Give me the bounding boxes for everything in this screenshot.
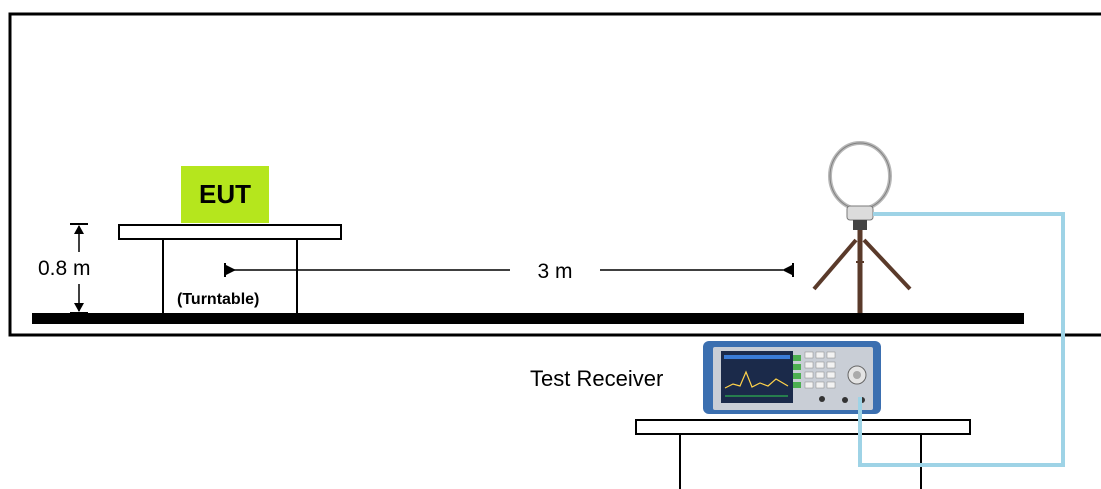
ground-plane [32, 313, 1024, 324]
turntable [118, 224, 342, 313]
loop-antenna-on-tripod-icon [812, 141, 912, 313]
receiver-table [635, 419, 971, 489]
distance-label: 3 m [537, 260, 572, 283]
height-label: 0.8 m [38, 257, 91, 280]
test-receiver-icon [703, 341, 881, 414]
receiver-label: Test Receiver [530, 366, 663, 391]
rf-cable [858, 212, 1065, 467]
turntable-top [118, 224, 342, 240]
height-dimension [70, 223, 88, 314]
turntable-label: (Turntable) [177, 291, 259, 308]
eut-box [181, 166, 269, 223]
receiver-table-top [635, 419, 971, 435]
distance-dimension [224, 263, 794, 277]
chamber-outline [8, 12, 1101, 337]
eut-label: EUT [199, 179, 251, 209]
